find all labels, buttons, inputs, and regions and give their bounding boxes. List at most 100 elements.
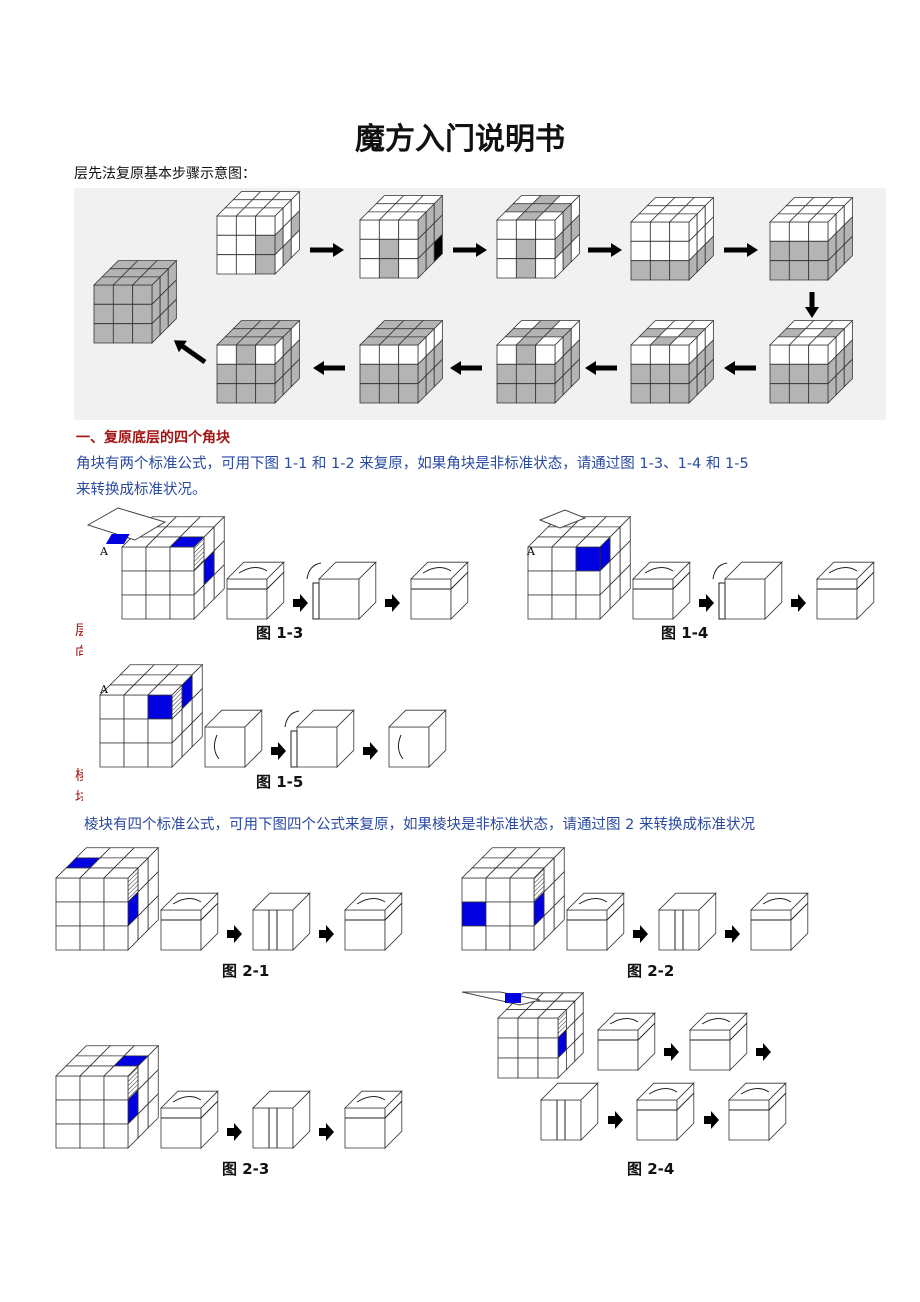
arrow-head [585,361,596,375]
sticker [132,323,153,344]
sticker [296,726,338,768]
sticker [515,344,537,365]
sticker [769,363,790,385]
sticker [79,1123,105,1149]
sticker [649,260,671,281]
sticker [255,254,276,275]
sticker [55,877,81,903]
rotate-arrow-icon [578,898,608,905]
sticker [358,561,377,620]
sticker [103,901,129,927]
sticker [398,363,419,385]
step-arrow-icon [588,243,622,257]
layer-line [200,1100,219,1119]
layer-line [637,1022,656,1041]
turning-slice [312,582,320,620]
sticker [496,238,517,260]
sticker [290,229,300,259]
step-cube-9 [359,319,444,404]
step-cube-8 [496,319,581,404]
sticker [808,260,829,281]
step-cube-10 [216,319,301,404]
fig-1-4-cube [527,515,632,620]
sticker [570,233,580,263]
next-arrow-icon [227,1123,242,1141]
arrow-shape [319,925,334,943]
sticker [551,594,577,620]
sticker [398,383,419,404]
arrow-shape [725,925,740,943]
sticker [344,909,386,951]
arrow-shape [664,1043,679,1061]
move-cube-icon [636,1082,695,1141]
arrow-head [724,361,735,375]
clipped-text-fragment: 层 [75,623,83,639]
sticker [788,383,810,404]
sticker [517,1037,539,1059]
sticker [515,383,537,404]
sticker [843,235,853,265]
sticker [359,219,380,240]
sticker [235,215,257,236]
sticker [378,383,400,404]
sticker [147,718,173,744]
sticker [515,363,537,385]
sticker [537,1009,568,1019]
sticker [226,578,268,620]
sticker [527,594,553,620]
sticker [769,383,790,404]
sticker [788,260,810,281]
sticker [658,909,700,951]
move-cube-icon [252,892,311,951]
sticker [517,1017,539,1039]
sticker [553,894,565,931]
arrow-head [173,340,187,353]
sticker [669,383,690,404]
marker-label-a: A [99,545,109,558]
sticker [769,344,790,365]
sticker [255,363,276,385]
next-arrow-icon [756,1043,771,1061]
sticker [580,1082,599,1141]
rotate-arrow-icon [238,567,268,574]
sticker [378,258,400,279]
sticker [575,570,601,596]
sticker [216,234,237,256]
sticker [132,284,153,305]
sticker [668,213,699,223]
sticker [216,215,237,236]
sticker [132,303,153,325]
page-title: 魔方入门说明书 [355,122,565,157]
sticker [191,711,203,748]
arrow-shape [608,1111,623,1129]
sticker [292,892,311,951]
sticker [509,877,535,903]
turning-slice [290,730,298,768]
sticker [55,925,81,951]
sticker [515,238,537,260]
move-cube-icon [597,1012,656,1071]
sticker [255,383,276,404]
sticker [575,536,612,548]
move-cube-icon [712,561,783,620]
sticker [160,909,202,951]
unfolded-flap [538,509,587,529]
rotate-arrow-icon [740,1088,770,1095]
sticker [807,213,838,223]
arrow-shape [227,925,242,943]
sticker [566,909,608,951]
sticker [788,221,810,242]
sticker [630,240,651,262]
sticker [808,240,829,262]
sticker [496,219,517,240]
sticker [537,1057,559,1079]
step-cube-2 [359,194,444,279]
sticker [103,867,140,879]
step-cube-6 [769,319,854,404]
arrow-shape [699,594,714,612]
sticker [410,578,452,620]
sticker [216,254,237,275]
sticker [145,546,171,572]
arrow-shaft [322,365,345,371]
